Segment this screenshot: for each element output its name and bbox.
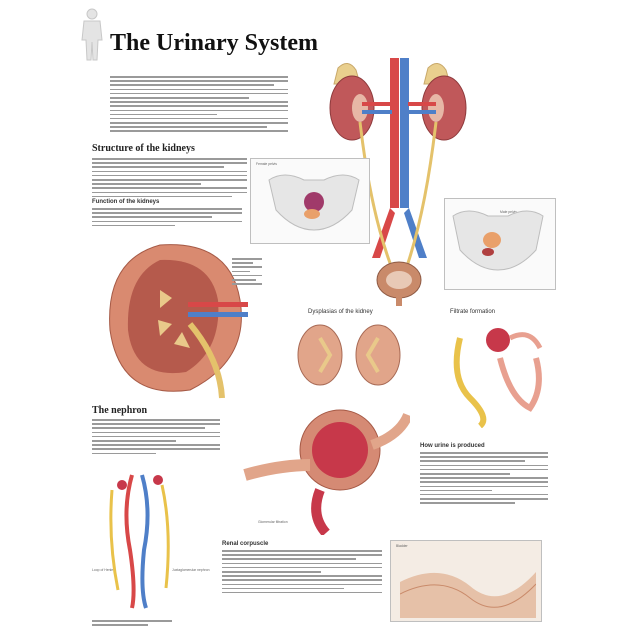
heading-kidney-structure: Structure of the kidneys	[92, 143, 195, 154]
male-pelvis-label: Male pelvis	[500, 210, 517, 214]
glomerulus-illustration	[243, 409, 410, 535]
kidney-cross-section	[109, 244, 248, 399]
heading-urine-produced: How urine is produced	[420, 443, 485, 449]
kidney-function-text	[92, 208, 242, 232]
intro-text	[110, 76, 288, 138]
heading-dysplasia: Dysplasias of the kidney	[308, 309, 373, 315]
kidney-dysplasia-illustration	[297, 324, 401, 386]
male-pelvis-illustration	[452, 210, 544, 271]
nephron-text	[92, 419, 220, 467]
human-figure-icon	[81, 8, 103, 61]
filtrate-formation-illustration	[453, 328, 543, 428]
urine-produced-text	[420, 452, 548, 522]
heading-filtrate: Filtrate formation	[450, 309, 496, 315]
female-pelvis-illustration	[268, 174, 360, 231]
urinary-tract-illustration	[329, 58, 467, 306]
heading-nephron: The nephron	[92, 405, 148, 416]
kidney-labels	[232, 258, 262, 338]
renal-corpuscle-text	[222, 550, 382, 614]
bladder-label: Bladder	[396, 544, 408, 548]
nephron-illustration	[109, 474, 170, 609]
bladder-illustration	[400, 572, 536, 618]
heading-renal-corpuscle: Renal corpuscle	[222, 541, 269, 547]
female-pelvis-label: Female pelvis	[256, 162, 277, 166]
loop-of-henle-label: Loop of Henle	[92, 568, 114, 572]
heading-kidney-function: Function of the kidneys	[92, 199, 160, 205]
page-title: The Urinary System	[110, 30, 318, 56]
glomerular-filtration-label: Glomerular filtration	[258, 520, 288, 524]
kidney-structure-text	[92, 158, 247, 198]
juxta-label: Juxtaglomerular nephron	[172, 568, 210, 572]
footer-text	[92, 620, 172, 632]
